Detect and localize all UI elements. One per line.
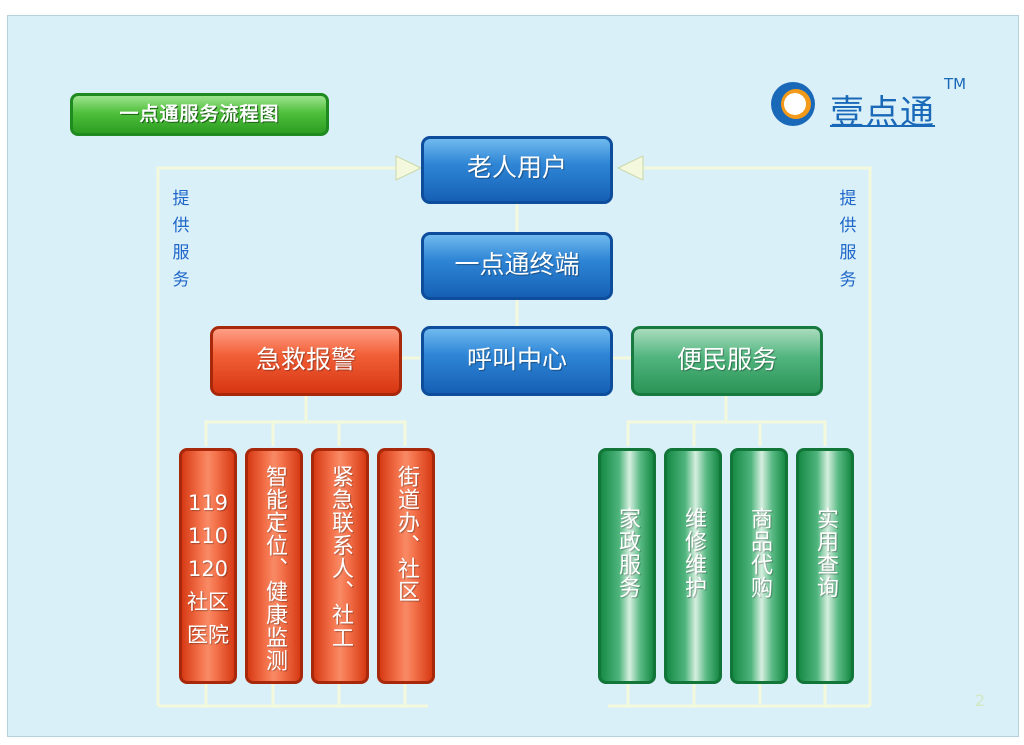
- convenience-item-label: 维修维护: [681, 507, 706, 599]
- node-elderly-user: 老人用户: [421, 136, 613, 204]
- side-label-left: 提供服务: [172, 189, 190, 290]
- page-number: 2: [974, 691, 985, 710]
- emergency-number-120: 120: [187, 557, 229, 581]
- logo-text: 壹点通: [830, 93, 935, 133]
- arrow-right-icon: [395, 155, 423, 181]
- logo-ring-icon: [771, 82, 815, 126]
- emergency-item-label: 智能定位、健康监测: [262, 465, 287, 672]
- emergency-item-label: 紧急联系人、社工: [328, 465, 353, 649]
- logo: 壹点通 TM: [768, 71, 978, 133]
- emergency-hospital-label: 社区医院: [187, 590, 229, 647]
- slide: 一点通服务流程图 壹点通 TM 提供服务 提供服务 老人用户 一点通终端 呼叫中…: [7, 15, 1019, 737]
- emergency-number-110: 110: [187, 524, 229, 548]
- emergency-item-street-office: 街道办、社区: [377, 448, 435, 684]
- side-label-right: 提供服务: [839, 189, 857, 290]
- convenience-item-housekeeping: 家政服务: [598, 448, 656, 684]
- logo-trademark: TM: [944, 75, 967, 93]
- convenience-item-shopping: 商品代购: [730, 448, 788, 684]
- emergency-item-hospital: 119 110 120 社区医院: [179, 448, 237, 684]
- node-emergency-alarm: 急救报警: [210, 326, 402, 396]
- convenience-item-label: 商品代购: [747, 507, 772, 599]
- convenience-item-label: 实用查询: [813, 507, 838, 599]
- convenience-item-inquiry: 实用查询: [796, 448, 854, 684]
- emergency-item-contacts: 紧急联系人、社工: [311, 448, 369, 684]
- node-terminal: 一点通终端: [421, 232, 613, 300]
- emergency-item-label: 街道办、社区: [394, 465, 419, 603]
- emergency-number-119: 119: [187, 491, 229, 515]
- convenience-item-label: 家政服务: [615, 507, 640, 599]
- flow-connectors: [156, 155, 872, 708]
- arrow-left-icon: [616, 155, 644, 181]
- node-convenience-service: 便民服务: [631, 326, 823, 396]
- node-call-center: 呼叫中心: [421, 326, 613, 396]
- emergency-item-location-health: 智能定位、健康监测: [245, 448, 303, 684]
- page-title: 一点通服务流程图: [70, 93, 329, 136]
- convenience-item-repair: 维修维护: [664, 448, 722, 684]
